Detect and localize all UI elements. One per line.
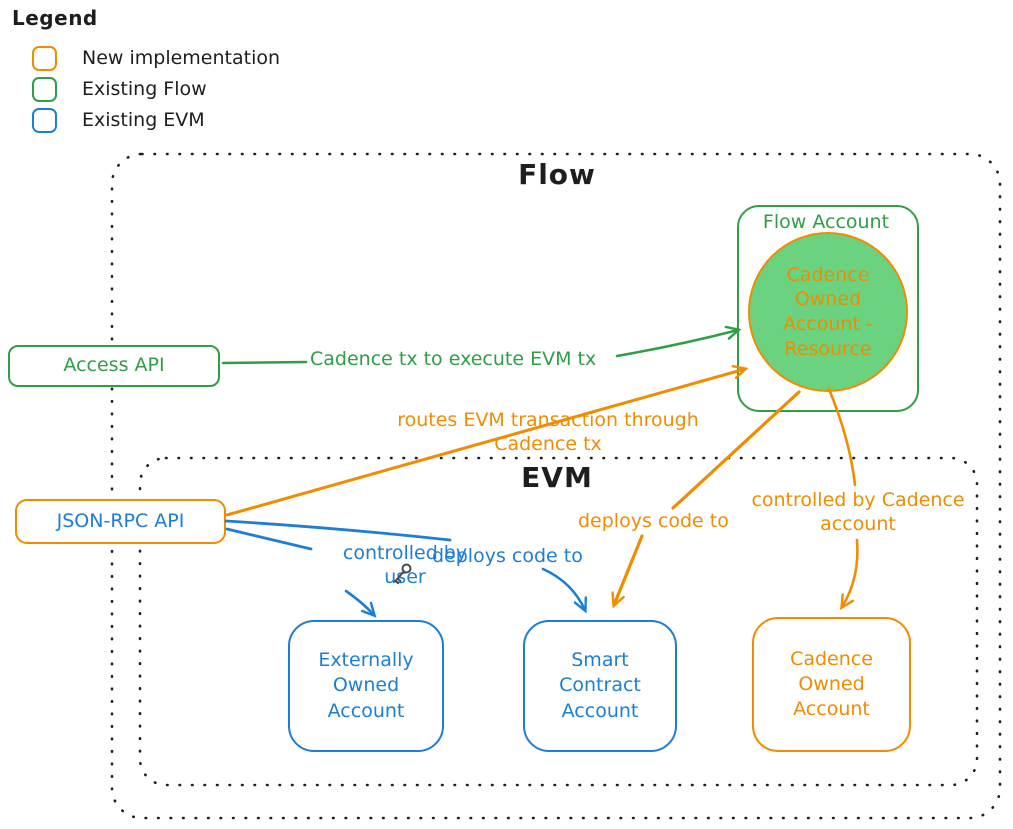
externally-owned-account-node: Externally Owned Account <box>288 620 444 752</box>
flow-zone-title: Flow <box>518 158 596 191</box>
smart-contract-account-node: Smart Contract Account <box>523 620 677 752</box>
edge-label-controlled-by-user: controlled by user <box>342 542 468 589</box>
cadence-owned-account-label: Cadence Owned Account <box>790 647 873 721</box>
edge-label-cadence-tx: Cadence tx to execute EVM tx <box>310 348 597 370</box>
edge-label-deploys-code-orange: deploys code to <box>578 510 729 532</box>
legend-swatch-existing-flow <box>32 77 57 102</box>
flow-account-label: Flow Account <box>762 211 890 233</box>
cadence-owned-account-resource-node: Cadence Owned Account - Resource <box>748 232 908 392</box>
legend-label-existing-evm: Existing EVM <box>82 109 205 131</box>
access-api-label: Access API <box>63 354 165 377</box>
json-rpc-api-label: JSON-RPC API <box>56 509 185 532</box>
externally-owned-account-label: Externally Owned Account <box>318 649 414 722</box>
json-rpc-api-node: JSON-RPC API <box>15 499 226 544</box>
cadence-owned-account-node: Cadence Owned Account <box>752 617 911 752</box>
legend-title: Legend <box>12 6 98 30</box>
key-icon <box>394 563 412 585</box>
smart-contract-account-label: Smart Contract Account <box>559 649 641 722</box>
legend-swatch-new-implementation <box>32 46 57 71</box>
edge-label-routes-evm: routes EVM transaction through Cadence t… <box>397 409 699 456</box>
edge-label-deploys-code-blue: deploys code to <box>432 545 583 567</box>
cadence-owned-account-resource-label: Cadence Owned Account - Resource <box>783 263 873 360</box>
legend-label-existing-flow: Existing Flow <box>82 78 207 100</box>
legend-label-new-implementation: New implementation <box>82 47 281 69</box>
flow-zone-border <box>110 152 1002 820</box>
edge-label-controlled-by-cadence: controlled by Cadence account <box>751 489 965 536</box>
legend-swatch-existing-evm <box>32 108 57 133</box>
access-api-node: Access API <box>8 345 220 387</box>
evm-zone-border <box>138 456 979 787</box>
